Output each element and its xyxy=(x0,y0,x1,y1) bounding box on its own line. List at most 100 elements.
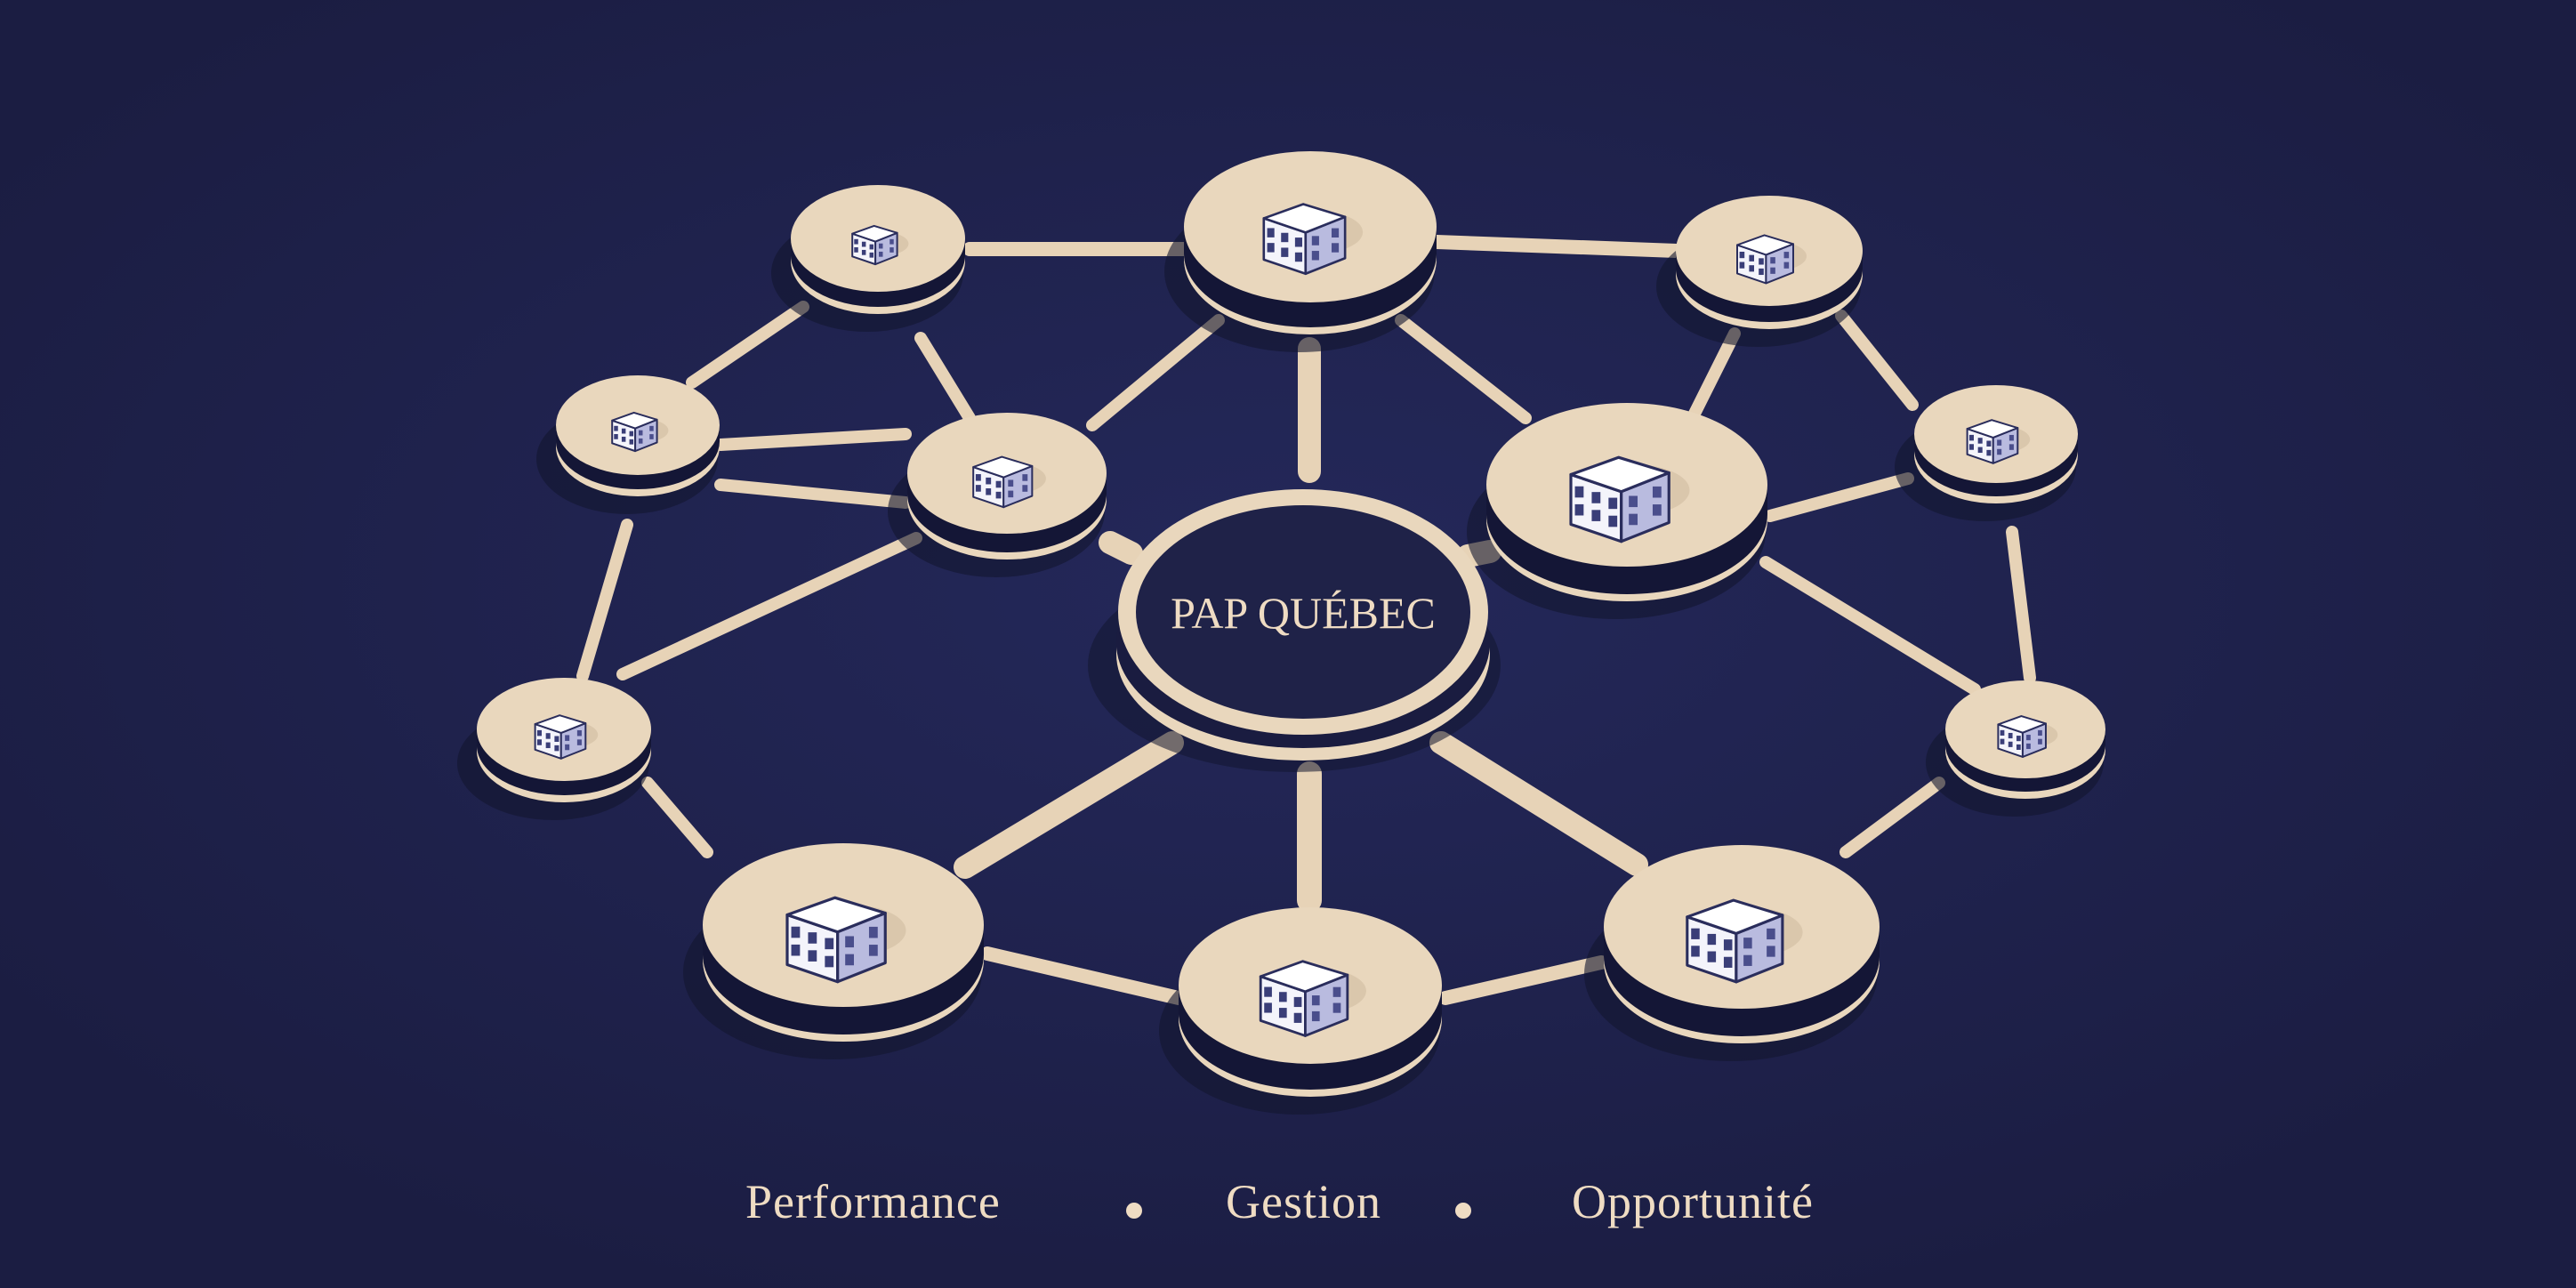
building-window xyxy=(576,729,582,737)
building-roof xyxy=(1259,960,1349,994)
building-icon xyxy=(1997,715,2047,758)
building-window xyxy=(868,945,878,956)
building-window xyxy=(1574,503,1584,516)
connector xyxy=(1429,731,1648,876)
building-window xyxy=(1783,252,1790,259)
building-window xyxy=(1759,258,1764,265)
building-window xyxy=(1986,440,1992,447)
building-window xyxy=(1977,447,1983,454)
building-node xyxy=(1159,907,1442,1115)
building-window xyxy=(1264,986,1272,997)
building-window xyxy=(845,954,854,966)
connector xyxy=(1438,955,1608,1005)
building-window xyxy=(1997,448,2002,455)
building-window xyxy=(890,238,894,245)
building-window xyxy=(545,742,551,749)
building-window xyxy=(975,474,981,481)
building-window xyxy=(629,431,634,437)
building-node xyxy=(1926,680,2105,817)
building-window xyxy=(1743,954,1752,966)
building-window xyxy=(554,736,559,742)
building-window xyxy=(868,926,878,938)
building-window xyxy=(825,955,834,968)
building-roof xyxy=(1997,715,2047,734)
building-window xyxy=(649,434,654,439)
building-window xyxy=(1743,938,1752,949)
building-icon xyxy=(1262,203,1347,276)
building-roof xyxy=(1262,203,1347,234)
building-window xyxy=(1008,490,1014,498)
connector xyxy=(914,332,976,424)
building-window xyxy=(1968,434,1974,441)
building-window xyxy=(621,436,626,442)
building-icon xyxy=(851,224,898,266)
building-window xyxy=(2000,738,2005,745)
building-window xyxy=(995,491,1002,499)
connector xyxy=(1395,314,1532,424)
building-window xyxy=(1281,247,1289,257)
building-window xyxy=(565,744,570,751)
building-window xyxy=(2008,741,2013,747)
connector xyxy=(1099,531,1143,565)
building-window xyxy=(1986,449,1992,456)
tagline-performance: Performance xyxy=(745,1175,1001,1228)
building-window xyxy=(1767,928,1775,940)
building-roof xyxy=(611,411,658,430)
building-roof xyxy=(785,896,887,934)
building-window xyxy=(1267,228,1275,237)
building-node xyxy=(683,843,984,1059)
connector xyxy=(714,428,912,451)
building-window xyxy=(869,244,874,250)
building-window xyxy=(1749,265,1754,272)
building-window xyxy=(791,944,801,956)
building-window xyxy=(2008,732,2013,739)
building-window xyxy=(1022,485,1028,492)
building-window xyxy=(545,733,551,739)
building-window xyxy=(808,932,817,944)
building-window xyxy=(975,485,981,492)
building-window xyxy=(890,247,894,253)
building-window xyxy=(1739,262,1745,269)
building-window xyxy=(1008,479,1014,487)
building-node xyxy=(1164,151,1437,352)
building-window xyxy=(1707,951,1717,962)
building-roof xyxy=(972,455,1034,479)
hub-node: PAP QUÉBEC xyxy=(1088,489,1501,772)
building-window xyxy=(536,729,542,737)
building-window xyxy=(2016,736,2021,742)
tagline: Performance Gestion Opportunité xyxy=(0,1174,2576,1245)
building-window xyxy=(1770,257,1775,264)
building-icon xyxy=(972,455,1034,509)
connector xyxy=(641,777,713,858)
connector-group xyxy=(576,235,2036,1005)
building-window xyxy=(1278,1008,1287,1018)
building-window xyxy=(986,477,992,485)
building-window xyxy=(1267,243,1275,253)
building-roof xyxy=(1966,419,2019,439)
building-window xyxy=(1294,252,1303,262)
building-window xyxy=(1749,254,1754,262)
building-roof xyxy=(1736,234,1794,256)
building-window xyxy=(1332,1002,1341,1013)
connector xyxy=(576,519,633,682)
hub-inner xyxy=(1136,505,1470,719)
building-window xyxy=(629,439,634,445)
building-roof xyxy=(851,224,898,243)
building-window xyxy=(1591,492,1601,503)
building-window xyxy=(1739,251,1745,259)
building-window xyxy=(639,430,643,436)
building-window xyxy=(1264,1002,1272,1013)
building-window xyxy=(1783,262,1790,269)
building-window xyxy=(808,950,817,962)
building-window xyxy=(1723,956,1733,968)
building-node xyxy=(536,375,720,514)
building-window xyxy=(1608,497,1618,510)
building-window xyxy=(854,247,858,253)
building-window xyxy=(1293,1012,1302,1023)
building-icon xyxy=(1736,234,1794,285)
building-window xyxy=(2038,729,2042,737)
building-window xyxy=(854,238,858,245)
building-window xyxy=(565,735,570,741)
building-node xyxy=(1467,403,1767,619)
node-group xyxy=(457,151,2105,1115)
